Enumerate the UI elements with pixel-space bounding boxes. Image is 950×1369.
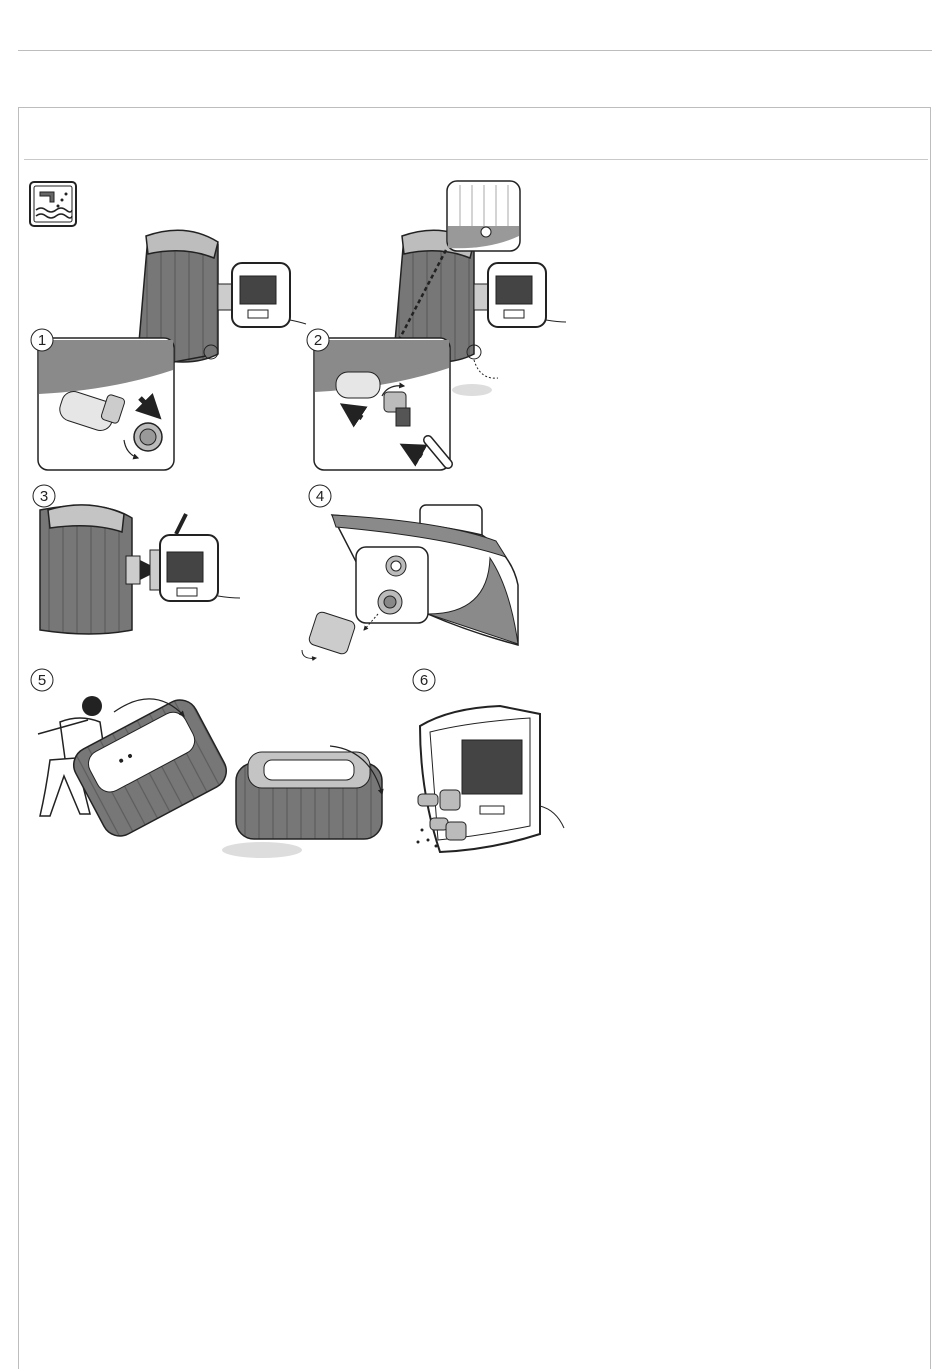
- step-4-number: 4: [316, 488, 324, 505]
- drain-water-icon: [30, 182, 76, 226]
- step-1-number: 1: [38, 332, 46, 349]
- step-3-illustration: 3: [33, 485, 240, 634]
- step-1-illustration: 1: [31, 230, 306, 470]
- step-4-illustration: 4: [302, 485, 518, 658]
- step-3-number: 3: [40, 488, 48, 505]
- step-2-number: 2: [314, 332, 322, 349]
- step-6-number: 6: [420, 672, 428, 689]
- step-6-illustration: 6: [413, 669, 564, 852]
- step-5-illustration: 5: [31, 669, 382, 858]
- step-5-number: 5: [38, 672, 46, 689]
- step-2-illustration: 2: [307, 181, 566, 470]
